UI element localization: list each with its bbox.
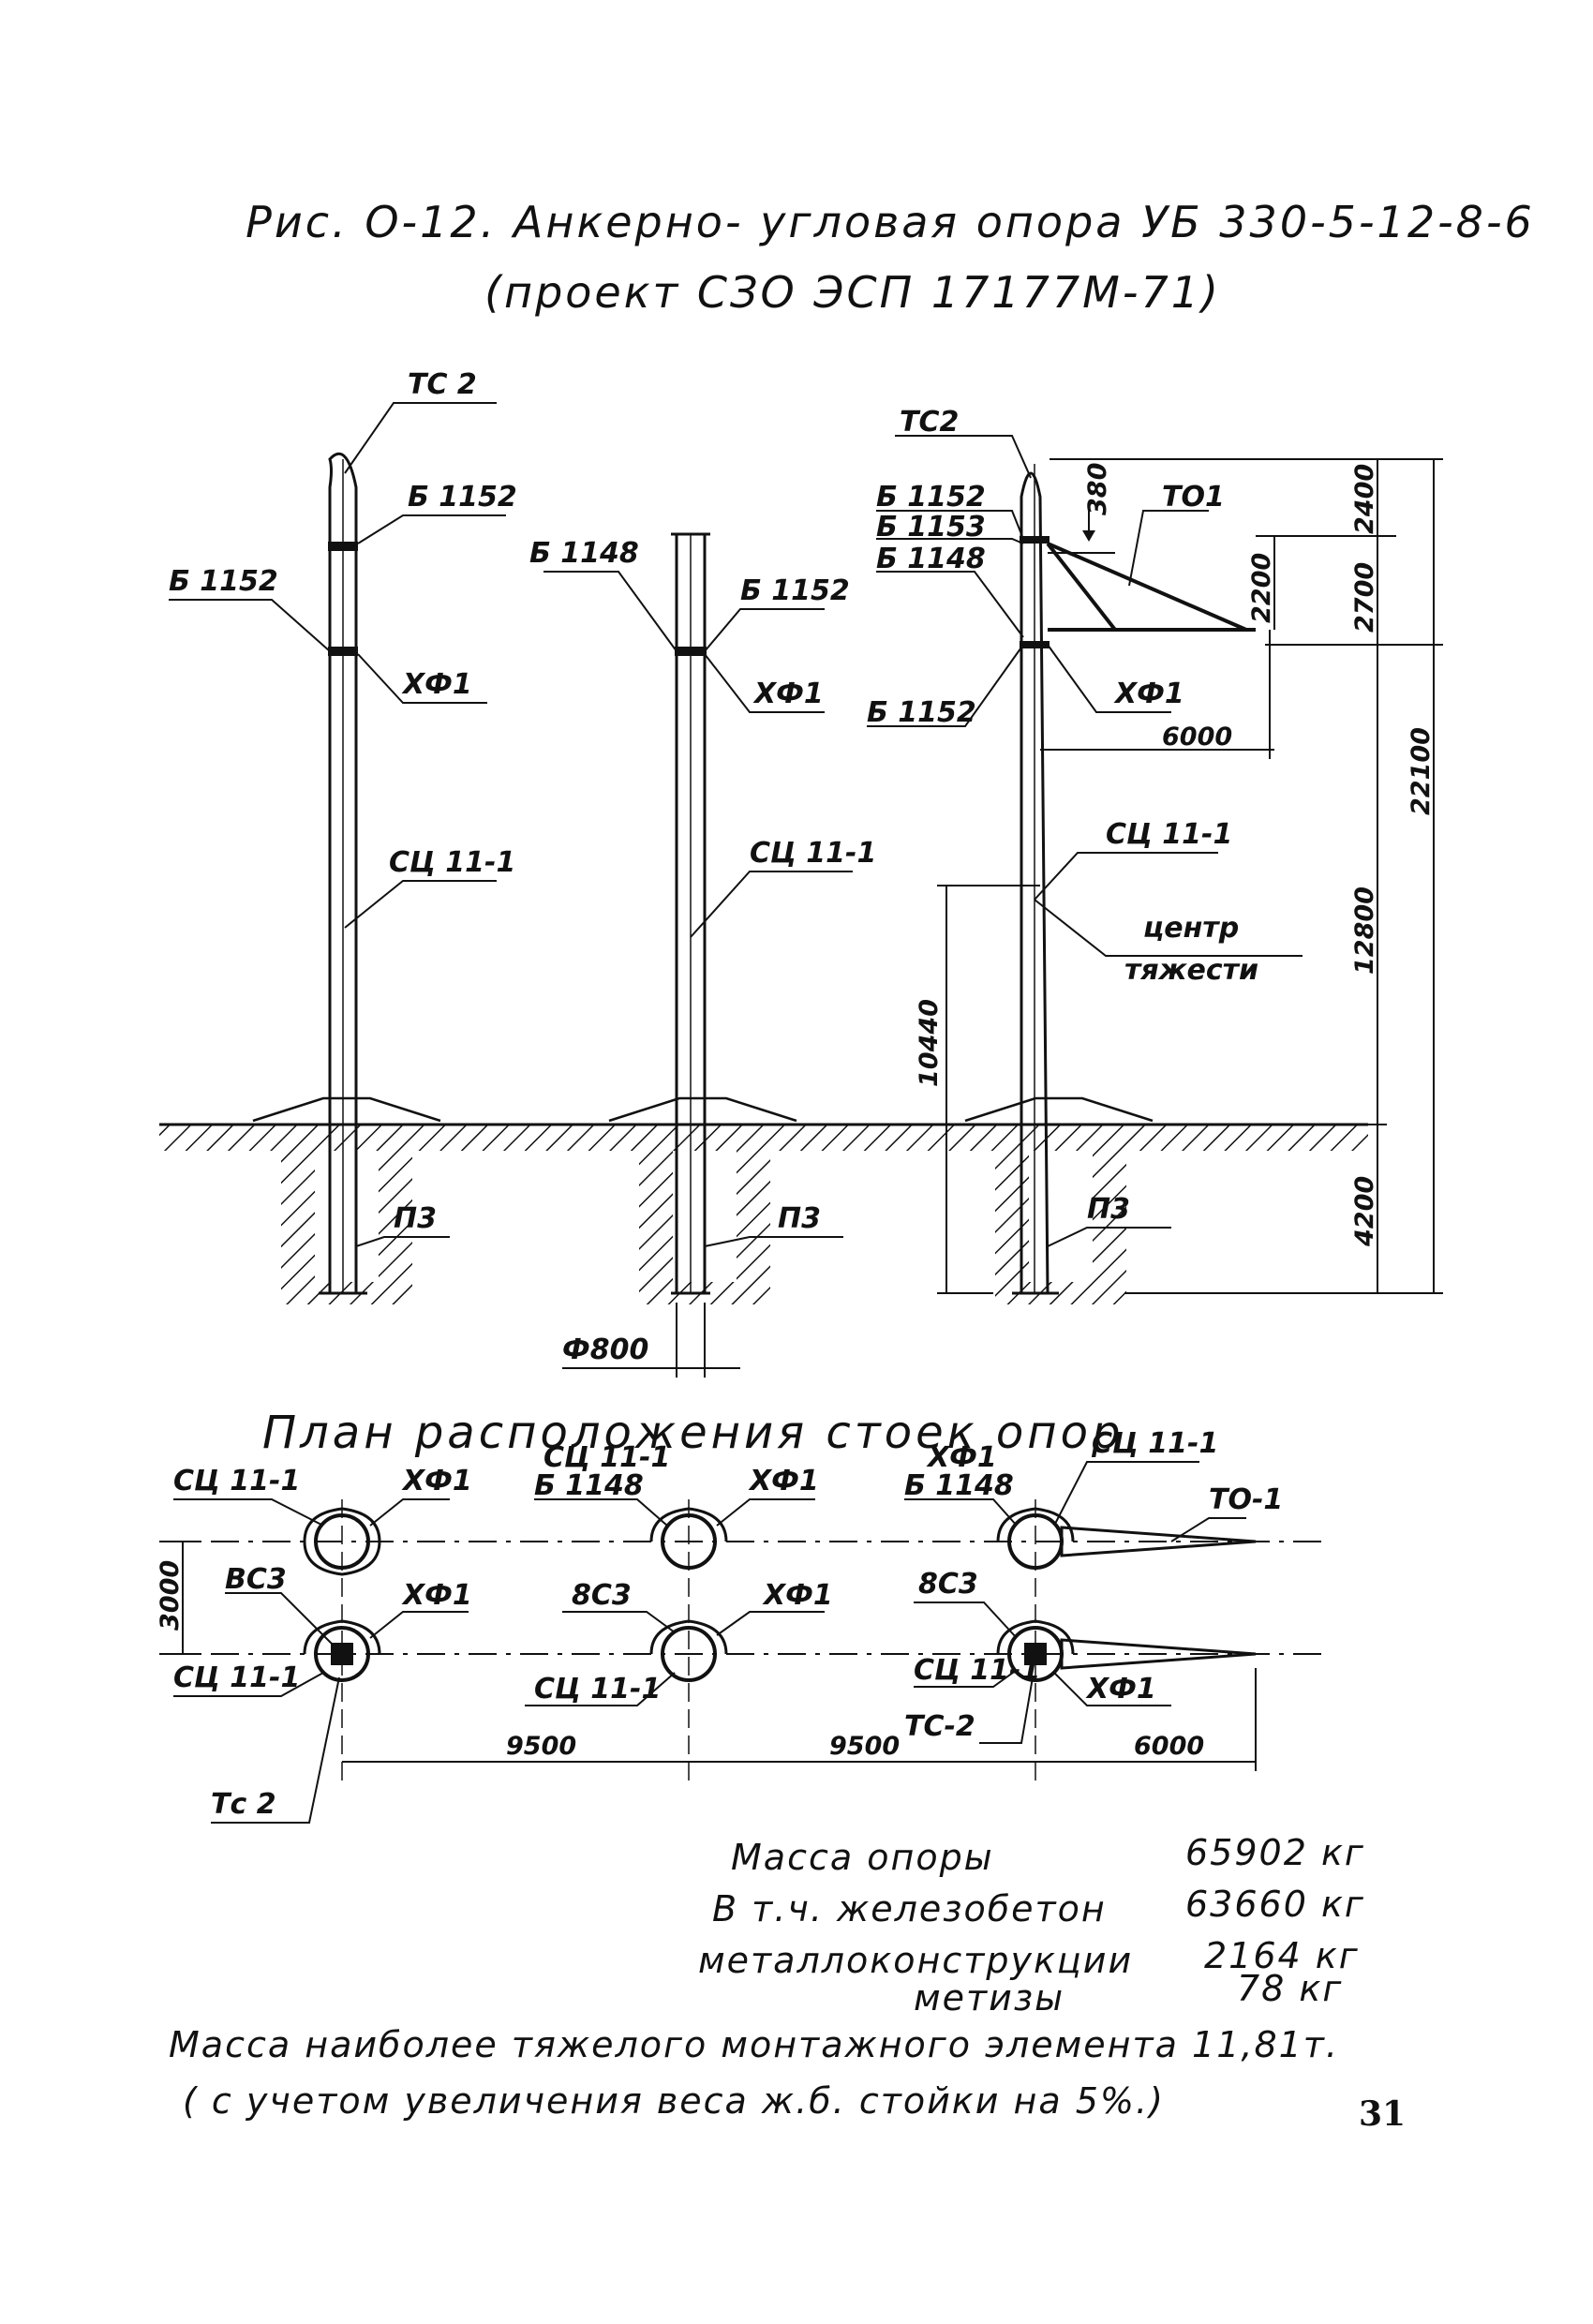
dim-380: 380	[1083, 463, 1112, 515]
plan-label-xf1-1: ХФ1	[401, 1465, 472, 1497]
label-ts2-right: ТС2	[900, 406, 959, 439]
mass-label-hardware: метизы	[914, 1977, 1065, 2019]
mass-label-metal: металлоконструкции	[698, 1940, 1134, 1981]
label-xf1-mid: ХФ1	[752, 678, 824, 710]
ground	[159, 1096, 1368, 1304]
label-xf1-right: ХФ1	[1113, 678, 1184, 710]
label-b1152-top-right: Б 1152	[876, 481, 986, 514]
plan-label-xf1-6: ХФ1	[1085, 1673, 1156, 1706]
plan-label-b1148-1: Б 1148	[534, 1469, 644, 1502]
dim-22100: 22100	[1407, 727, 1436, 815]
plan-view: СЦ 11-1 ХФ1 ВС3 ХФ1 СЦ 11-1 Тс 2 СЦ 11-1…	[156, 1427, 1331, 1824]
plan-title: План расположения стоек опор	[262, 1407, 1124, 1459]
label-p3-left: П3	[394, 1202, 437, 1235]
right-pole: ТС2 Б 1152 Б 1153 Б 1148 Б 1152 ТО1 ХФ1 …	[867, 406, 1443, 1295]
plan-label-ts2-2: ТС-2	[904, 1710, 975, 1743]
label-sc11-right: СЦ 11-1	[1106, 818, 1232, 851]
plan-label-to1: ТО-1	[1209, 1483, 1283, 1516]
dim-2700: 2700	[1350, 562, 1379, 633]
figure-title: Рис. О-12. Анкерно- угловая опора УБ 330…	[246, 197, 1535, 247]
label-ts2-left: ТС 2	[408, 368, 477, 401]
mass-label-support: Масса опоры	[731, 1837, 994, 1878]
plan-label-8s3-1: 8С3	[572, 1579, 632, 1612]
label-b1152-mid: Б 1152	[740, 574, 850, 607]
plan-label-xf1-5: ХФ1	[926, 1441, 997, 1474]
dim-4200: 4200	[1350, 1176, 1379, 1247]
plan-label-sc11-4: СЦ 11-1	[534, 1673, 661, 1706]
left-pole: ТС 2 Б 1152 Б 1152 ХФ1 СЦ 11-1 П3	[169, 368, 517, 1295]
plan-dim-6000: 6000	[1134, 1732, 1204, 1761]
heaviest-element-note: Масса наиболее тяжелого монтажного элеме…	[169, 2024, 1340, 2065]
label-b1148-right: Б 1148	[876, 543, 986, 575]
label-b1152-left: Б 1152	[169, 565, 278, 598]
label-b1152-bottom-right: Б 1152	[867, 696, 976, 729]
label-p3-mid: П3	[778, 1202, 821, 1235]
mass-label-concrete: В т.ч. железобетон	[712, 1888, 1107, 1929]
plan-label-xf1-2: ХФ1	[401, 1579, 472, 1612]
heaviest-element-note-detail: ( с учетом увеличения веса ж.б. стойки н…	[183, 2080, 1165, 2122]
plan-label-sc11-6: СЦ 11-1	[914, 1654, 1040, 1687]
plan-label-sc11-5: СЦ 11-1	[1092, 1427, 1218, 1460]
plan-label-vs3: ВС3	[225, 1563, 287, 1596]
dim-6000-elev: 6000	[1162, 723, 1232, 752]
plan-label-sc11-3: СЦ 11-1	[543, 1441, 670, 1474]
plan-label-8s3-2: 8С3	[918, 1568, 978, 1601]
mass-value-support: 65902 кг	[1185, 1832, 1365, 1873]
plan-label-xf1-4: ХФ1	[762, 1579, 833, 1612]
label-b1152-top-left: Б 1152	[408, 481, 517, 514]
mass-value-concrete: 63660 кг	[1185, 1884, 1365, 1925]
label-sc11-left: СЦ 11-1	[389, 846, 515, 879]
label-diameter-800: Ф800	[562, 1333, 648, 1366]
dim-2400: 2400	[1350, 464, 1379, 534]
mass-value-hardware: 78 кг	[1237, 1968, 1344, 2009]
plan-dim-9500-2: 9500	[829, 1732, 900, 1761]
mass-value-metal: 2164 кг	[1204, 1935, 1360, 1976]
plan-dim-3000: 3000	[156, 1560, 185, 1631]
plan-dim-9500-1: 9500	[506, 1732, 576, 1761]
label-p3-right: П3	[1087, 1193, 1130, 1226]
plan-label-ts2: Тс 2	[211, 1788, 276, 1821]
figure-subtitle: (проект СЗО ЭСП 17177М-71)	[484, 267, 1221, 318]
dim-10440: 10440	[915, 999, 944, 1087]
dim-12800: 12800	[1350, 886, 1379, 975]
label-gravity-right: тяжести	[1124, 954, 1258, 987]
label-center-right: центр	[1143, 912, 1239, 945]
page-number: 31	[1359, 2094, 1407, 2134]
label-sc11-mid: СЦ 11-1	[750, 837, 876, 870]
plan-label-xf1-3: ХФ1	[748, 1465, 819, 1497]
label-b1148-mid: Б 1148	[529, 537, 639, 570]
label-b1153-right: Б 1153	[876, 511, 986, 544]
plan-label-sc11-1: СЦ 11-1	[173, 1465, 300, 1497]
label-to1-right: ТО1	[1162, 481, 1225, 514]
plan-label-sc11-2: СЦ 11-1	[173, 1661, 300, 1694]
dim-2200: 2200	[1247, 553, 1276, 623]
label-xf1-left: ХФ1	[401, 668, 472, 701]
plan-label-b1148-2: Б 1148	[904, 1469, 1014, 1502]
middle-pole: Б 1148 Б 1152 ХФ1 СЦ 11-1 П3 Ф800 10440	[529, 532, 1040, 1378]
